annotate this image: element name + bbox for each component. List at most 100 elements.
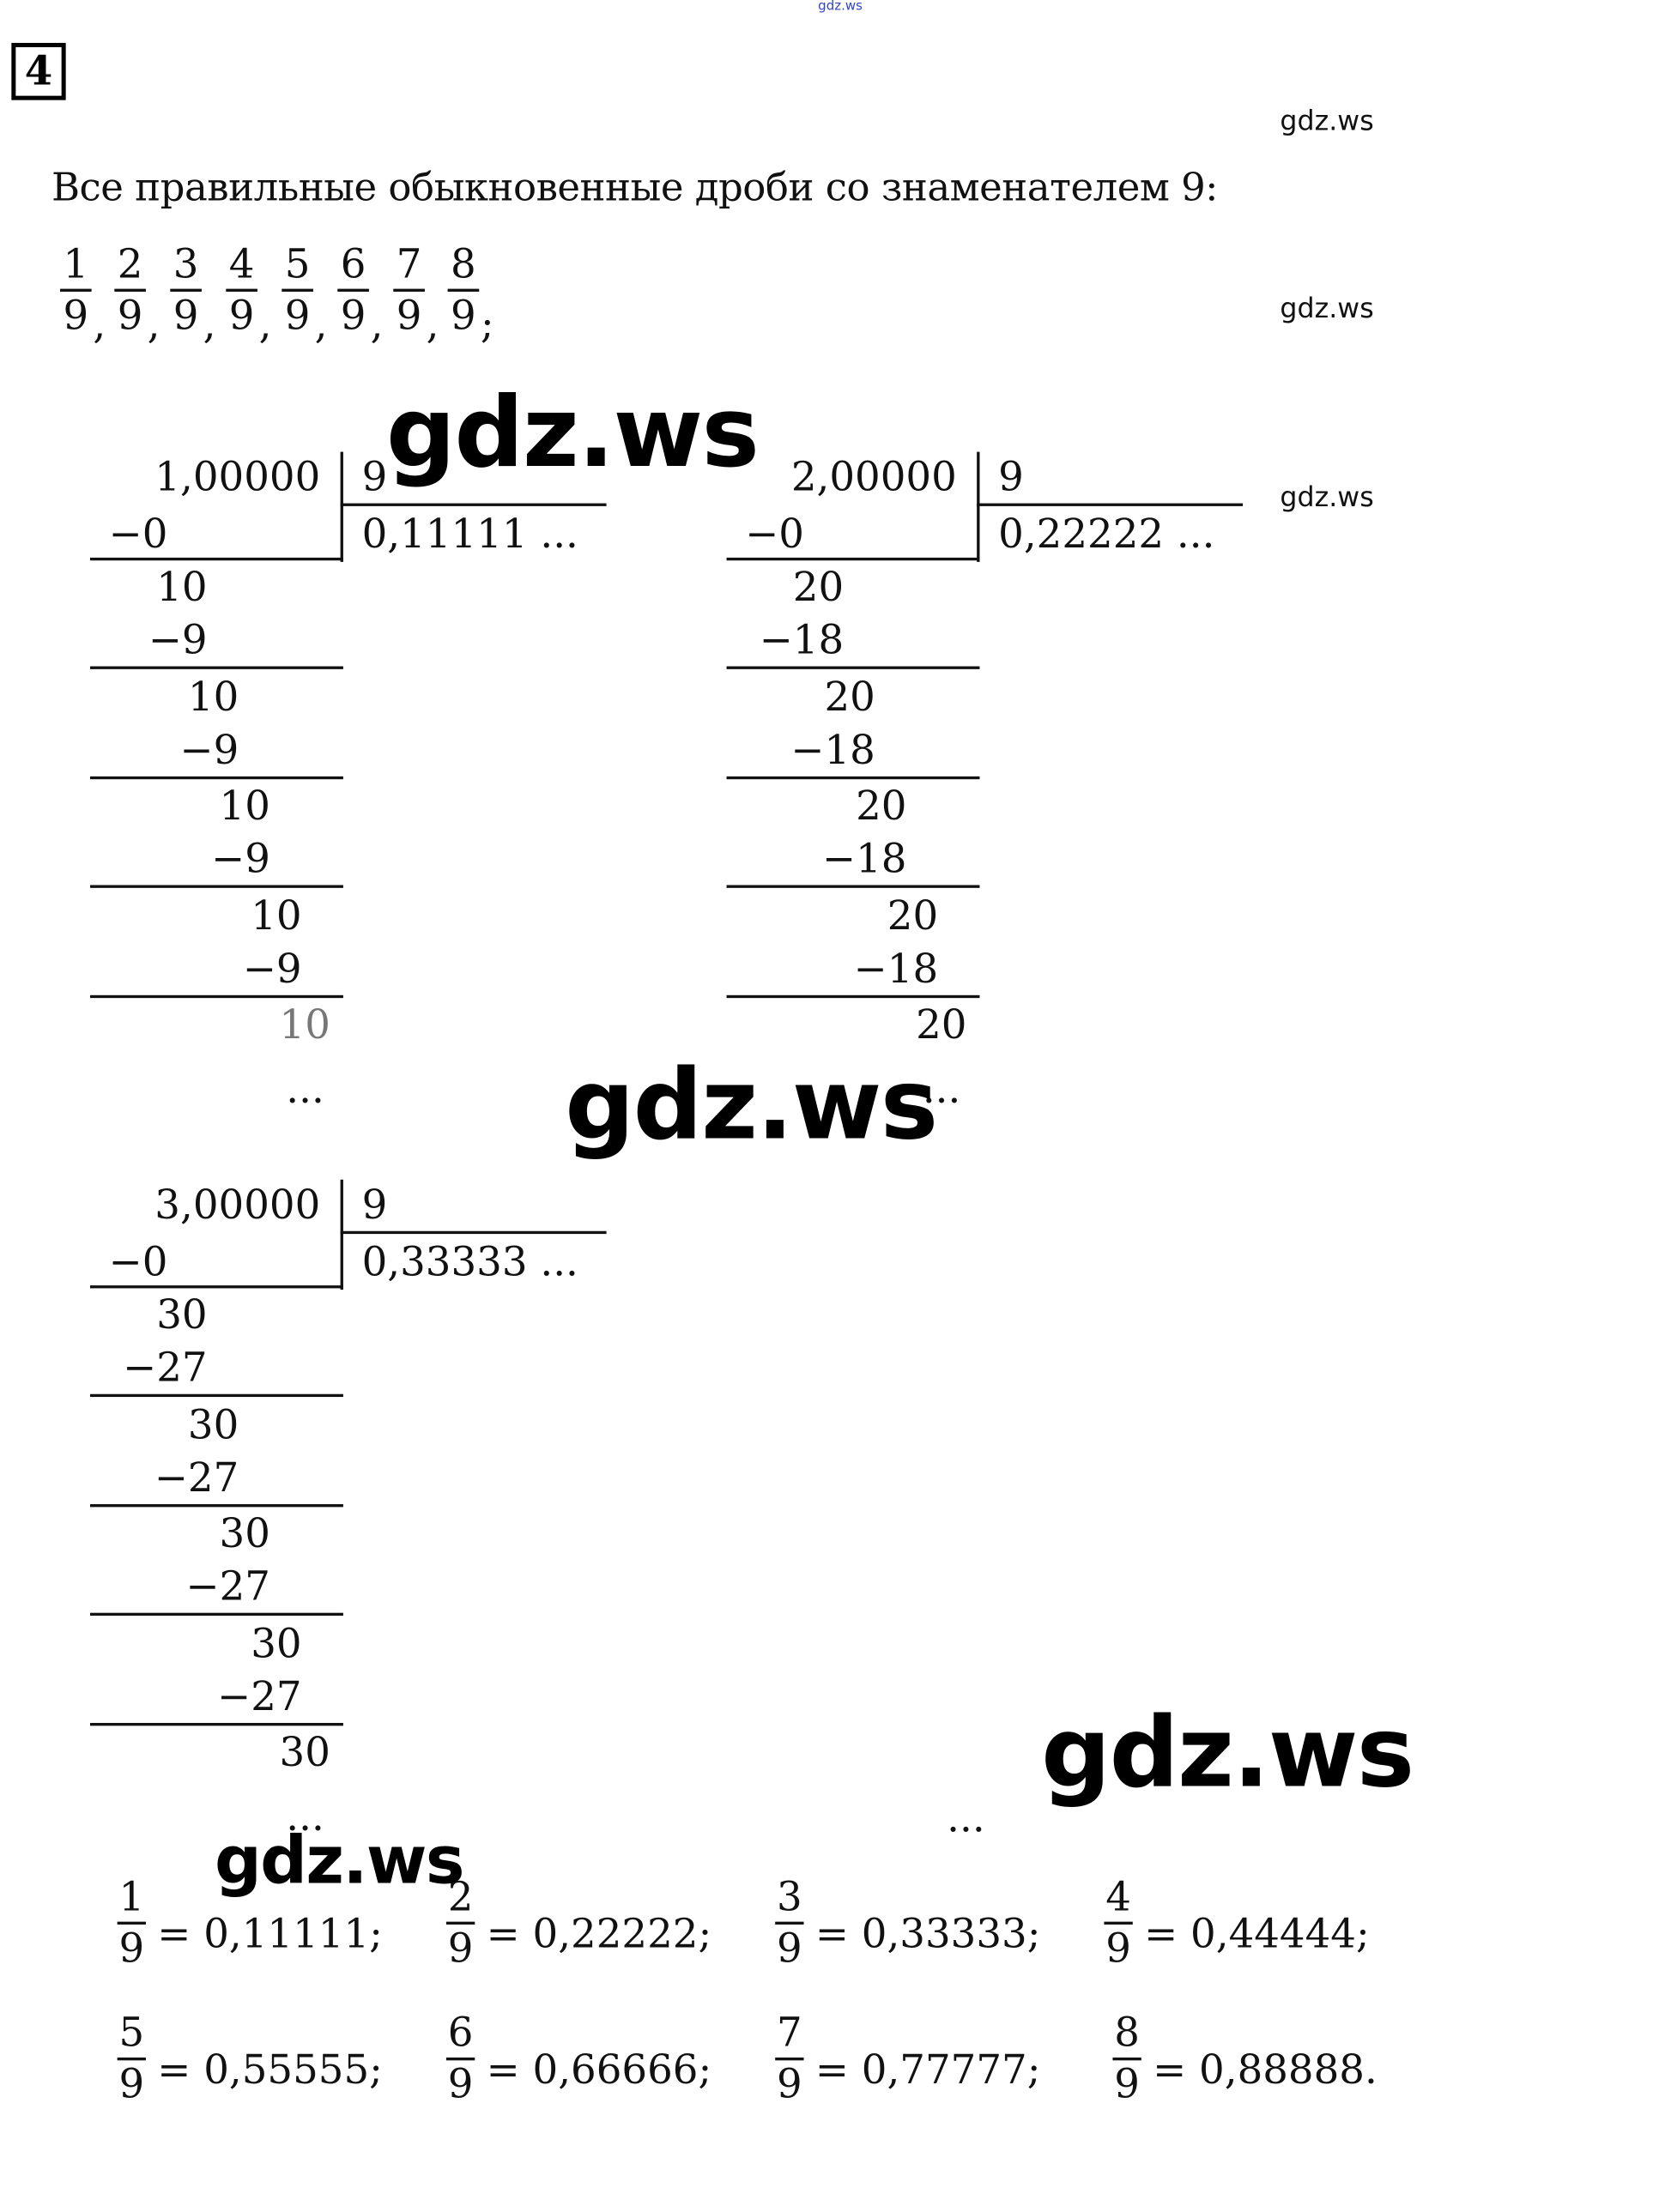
fraction-bar — [775, 2057, 804, 2061]
remainder: 20 — [824, 673, 875, 721]
fraction-bar — [282, 288, 313, 292]
separator: , — [370, 299, 384, 348]
fraction-bar — [1112, 2057, 1141, 2061]
fraction-bar — [447, 288, 480, 292]
division-bracket — [340, 451, 343, 562]
decimal-value: = 0,22222; — [486, 1910, 712, 1958]
denominator: 9 — [396, 291, 422, 339]
fraction-bar — [393, 288, 425, 292]
numerator: 7 — [776, 2009, 802, 2057]
remainder: 10 — [187, 673, 239, 721]
separator: , — [147, 299, 160, 348]
remainder: 30 — [156, 1290, 208, 1339]
watermark-big: gdz.ws — [565, 1049, 938, 1163]
fraction-bar — [59, 288, 92, 292]
denominator: 9 — [118, 1924, 145, 1972]
subtrahend: −9 — [148, 616, 208, 664]
subtraction-line — [89, 994, 343, 998]
dividend: 2,00000 — [790, 453, 957, 501]
division-bracket — [977, 451, 980, 562]
subtrahend: −27 — [154, 1453, 239, 1501]
fraction-bar — [117, 1921, 146, 1925]
subtraction-line — [89, 1285, 343, 1289]
subtraction-line — [89, 557, 343, 561]
decimal-value: = 0,33333; — [814, 1910, 1041, 1958]
decimal-value: = 0,11111; — [157, 1910, 383, 1958]
numerator: 4 — [228, 239, 255, 287]
subtrahend: −9 — [242, 944, 302, 992]
fraction-bar — [117, 2057, 146, 2061]
separator: , — [93, 299, 106, 348]
numerator: 6 — [340, 239, 366, 287]
decimal-value: = 0,55555; — [157, 2046, 383, 2094]
divisor: 9 — [361, 1181, 388, 1229]
subtraction-line — [726, 666, 980, 669]
quotient: 0,22222 ... — [998, 510, 1215, 558]
subtraction-line — [89, 1612, 343, 1617]
divisor-underline — [340, 503, 607, 506]
watermark-small: gdz.ws — [1280, 481, 1374, 514]
subtraction-line — [89, 776, 343, 779]
dividend: 1,00000 — [154, 453, 321, 501]
fraction-bar — [170, 288, 202, 292]
denominator: 9 — [173, 291, 199, 339]
watermark-big: gdz.ws — [1041, 1697, 1414, 1810]
dividend: 3,00000 — [154, 1181, 321, 1229]
numerator: 2 — [117, 239, 143, 287]
denominator: 9 — [228, 291, 255, 339]
remainder: 30 — [187, 1400, 239, 1448]
watermark-small: gdz.ws — [1280, 293, 1374, 325]
ellipsis: ... — [922, 1065, 961, 1113]
divisor-underline — [977, 503, 1244, 506]
remainder: 10 — [156, 563, 208, 611]
divisor: 9 — [998, 453, 1024, 501]
subtraction-line — [726, 885, 980, 888]
fraction-bar — [1104, 1921, 1133, 1925]
subtraction-line — [726, 994, 980, 998]
subtrahend: −0 — [745, 510, 804, 558]
numerator: 1 — [63, 239, 89, 287]
quotient: 0,11111 ... — [361, 510, 578, 558]
denominator: 9 — [451, 291, 476, 339]
remainder: 20 — [856, 782, 907, 830]
watermark-top: gdz.ws — [818, 0, 863, 15]
remainder: 10 — [219, 782, 270, 830]
separator: ; — [480, 299, 494, 348]
denominator: 9 — [776, 2060, 802, 2108]
subtraction-line — [89, 666, 343, 669]
fraction-bar — [445, 1921, 475, 1925]
subtrahend: −27 — [123, 1344, 208, 1392]
quotient: 0,33333 ... — [361, 1238, 578, 1286]
statement-text: Все правильные обыкновенные дроби со зна… — [51, 166, 1218, 210]
subtrahend: −27 — [217, 1671, 302, 1719]
numerator: 3 — [173, 239, 199, 287]
remainder: 20 — [887, 891, 939, 939]
subtraction-line — [726, 776, 980, 779]
denominator: 9 — [776, 1924, 802, 1972]
decimal-value: = 0,77777; — [814, 2046, 1041, 2094]
separator: , — [314, 299, 328, 348]
numerator: 3 — [776, 1872, 802, 1920]
numerator: 1 — [118, 1872, 145, 1920]
numerator: 8 — [451, 239, 476, 287]
denominator: 9 — [447, 2060, 474, 2108]
denominator: 9 — [118, 2060, 145, 2108]
divisor: 9 — [361, 453, 388, 501]
remainder: 10 — [279, 1000, 330, 1049]
watermark-big: gdz.ws — [385, 377, 760, 491]
subtrahend: −9 — [211, 835, 270, 883]
subtrahend: −9 — [179, 725, 239, 773]
subtraction-line — [726, 557, 980, 561]
numerator: 6 — [447, 2009, 474, 2057]
remainder: 30 — [279, 1728, 330, 1776]
remainder: 30 — [219, 1509, 270, 1557]
